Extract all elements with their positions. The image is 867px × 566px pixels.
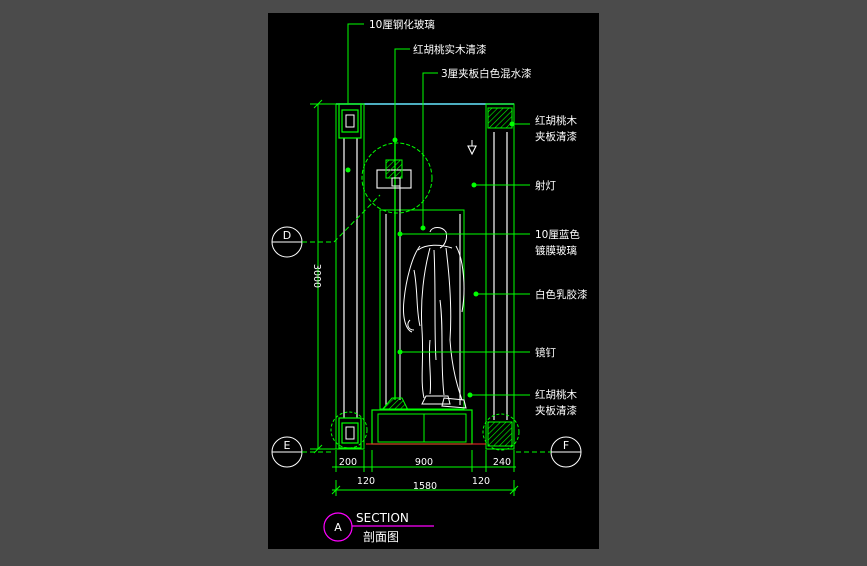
dim-height: 3000 bbox=[311, 264, 322, 288]
callout-walnut-bottom-line2: 夹板清漆 bbox=[535, 404, 577, 417]
callout-latex-paint: 白色乳胶漆 bbox=[535, 288, 588, 301]
section-title: A SECTION 剖面图 bbox=[323, 511, 434, 544]
dim-total: 1580 bbox=[413, 481, 437, 492]
callout-walnut-top-line2: 夹板清漆 bbox=[535, 130, 577, 143]
callout-walnut-bottom-line1: 红胡桃木 bbox=[535, 388, 577, 401]
callout-mirror-nail: 镜钉 bbox=[535, 346, 556, 359]
cabinet-structure bbox=[330, 103, 520, 451]
leader-dots bbox=[345, 121, 515, 398]
grid-marker-d: D bbox=[283, 229, 291, 242]
callout-spotlight: 射灯 bbox=[535, 179, 556, 192]
grid-marker-f: F bbox=[563, 439, 569, 452]
callout-solid-wood: 红胡桃实木清漆 bbox=[413, 43, 487, 56]
section-label: SECTION bbox=[356, 511, 409, 525]
callout-glass-top: 10厘钢化玻璃 bbox=[369, 18, 435, 31]
dim-sub-right: 120 bbox=[472, 476, 490, 487]
callout-blue-glass-line1: 10厘蓝色 bbox=[535, 228, 580, 241]
section-label-cn: 剖面图 bbox=[363, 530, 399, 544]
drawing-sheet bbox=[268, 13, 599, 549]
dim-sub-left: 120 bbox=[357, 476, 375, 487]
dim-width-left: 200 bbox=[339, 457, 357, 468]
mannequin-figure bbox=[403, 227, 467, 409]
callout-walnut-top-line1: 红胡桃木 bbox=[535, 114, 577, 127]
callout-blue-glass-line2: 镀膜玻璃 bbox=[535, 244, 577, 257]
right-post bbox=[485, 103, 515, 450]
grid-marker-e: E bbox=[284, 439, 291, 452]
dimension-lines bbox=[310, 99, 519, 496]
callout-plywood-white: 3厘夹板白色混水漆 bbox=[441, 67, 532, 80]
detail-circle bbox=[361, 142, 433, 214]
dim-width-right: 240 bbox=[493, 457, 511, 468]
section-letter: A bbox=[334, 521, 342, 534]
dim-width-center: 900 bbox=[415, 457, 433, 468]
leader-lines bbox=[347, 23, 530, 396]
